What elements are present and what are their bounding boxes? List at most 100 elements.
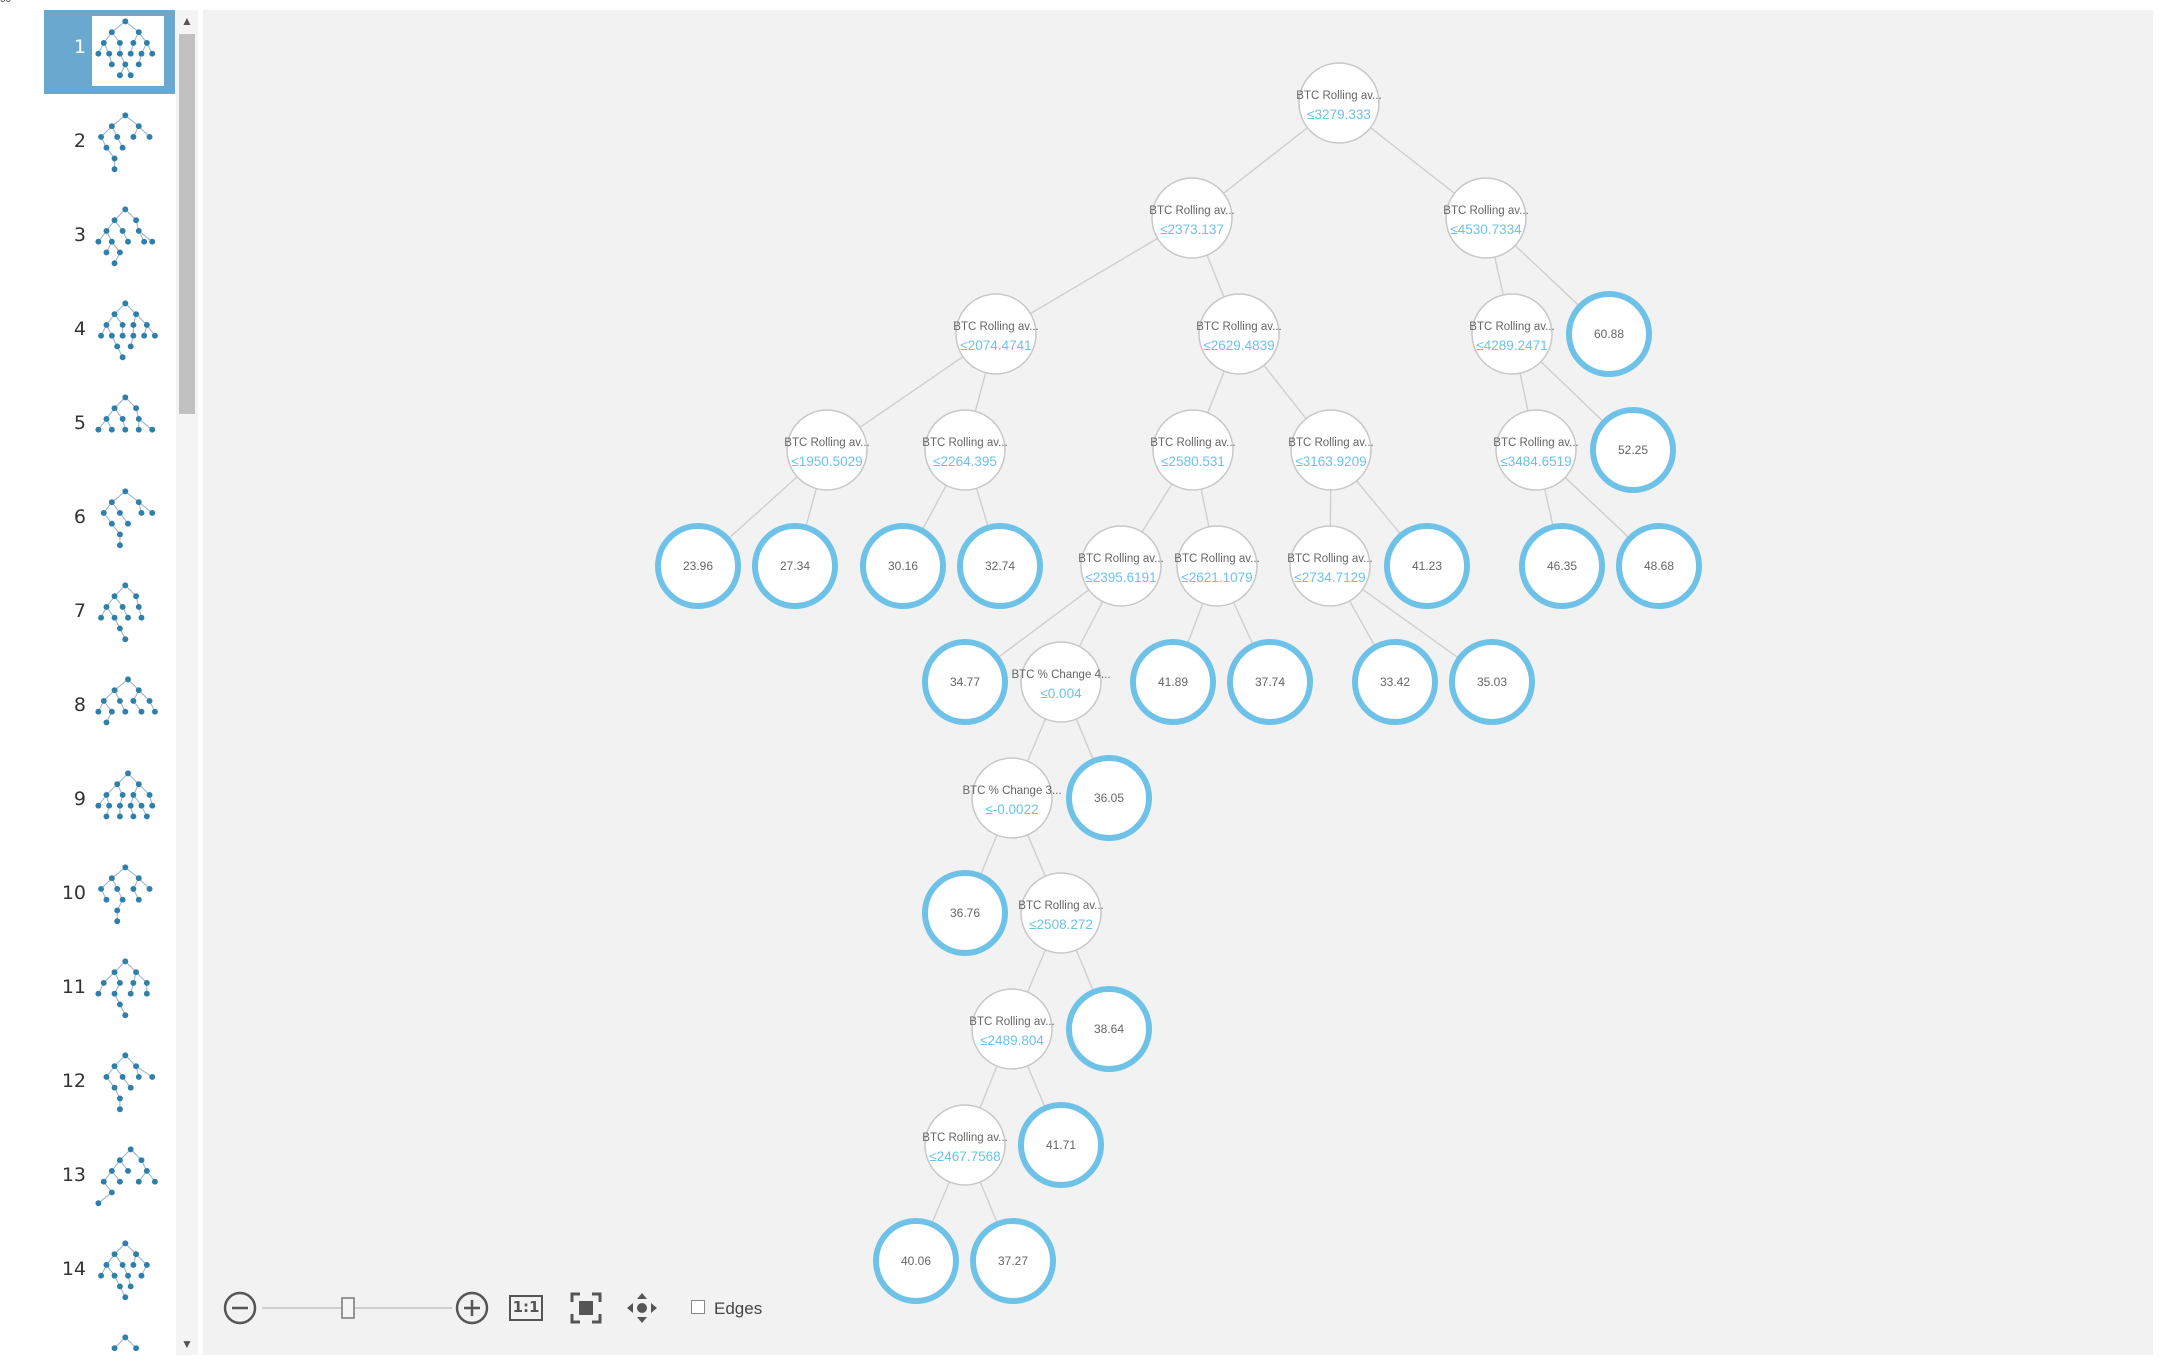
thumbnail-number: 11 <box>61 976 86 998</box>
leaf-node[interactable]: 41.89 <box>1130 639 1216 725</box>
thumbnail-item[interactable]: 13 <box>44 1138 175 1222</box>
pan-arrows-icon[interactable] <box>625 1291 659 1325</box>
zoom-in-icon[interactable] <box>454 1290 490 1326</box>
split-node[interactable]: BTC Rolling av...≤2074.4741 <box>953 293 1039 375</box>
thumbnail-item[interactable]: 6 <box>44 480 175 564</box>
node-feature-label: BTC Rolling av... <box>969 1016 1054 1028</box>
thumbnail-item[interactable] <box>44 1326 175 1355</box>
thumbnail-item[interactable]: 7 <box>44 574 175 658</box>
thumbnail-item[interactable]: 4 <box>44 292 175 376</box>
tree-edge <box>1075 949 1095 993</box>
tree-edge <box>1348 600 1377 648</box>
leaf-node[interactable]: 33.42 <box>1352 639 1438 725</box>
thumbnail-item[interactable]: 12 <box>44 1044 175 1128</box>
node-feature-label: BTC % Change 3... <box>962 785 1061 797</box>
leaf-node[interactable]: 52.25 <box>1590 407 1676 493</box>
split-node[interactable]: BTC Rolling av...≤2264.395 <box>922 409 1008 491</box>
thumbnail-item[interactable]: 11 <box>44 950 175 1034</box>
tree-thumbnail-icon <box>95 206 156 267</box>
node-feature-label: BTC % Change 4... <box>1011 669 1110 681</box>
tree-edge <box>727 476 798 540</box>
leaf-node[interactable]: 48.68 <box>1616 523 1702 609</box>
leaf-node[interactable]: 23.96 <box>655 523 741 609</box>
leaf-node[interactable]: 35.03 <box>1449 639 1535 725</box>
scroll-down-arrow-icon[interactable]: ▼ <box>181 1337 193 1351</box>
actual-size-button[interactable]: 1:1 <box>509 1295 543 1321</box>
leaf-node[interactable]: 37.27 <box>970 1218 1056 1304</box>
tree-thumbnail-icon <box>111 1334 140 1352</box>
scroll-thumb[interactable] <box>179 34 195 414</box>
thumbnail-item[interactable]: 2 <box>44 104 175 188</box>
thumbnail-item[interactable]: 3 <box>44 198 175 282</box>
split-node[interactable]: BTC Rolling av...≤2395.6191 <box>1078 525 1164 607</box>
thumbnail-number: 14 <box>61 1258 86 1280</box>
tree-edge <box>804 488 818 528</box>
split-node[interactable]: BTC Rolling av...≤2467.7568 <box>922 1104 1008 1186</box>
leaf-node[interactable]: 40.06 <box>873 1218 959 1304</box>
leaf-node[interactable]: 41.71 <box>1018 1102 1104 1188</box>
split-node[interactable]: BTC Rolling av...≤2629.4839 <box>1196 293 1282 375</box>
zoom-slider[interactable] <box>262 1290 452 1326</box>
tree-edge <box>1544 488 1554 528</box>
thumbnail-item[interactable]: 10 <box>44 856 175 940</box>
edges-checkbox[interactable] <box>691 1300 705 1314</box>
thumbnail-item[interactable]: 14 <box>44 1232 175 1316</box>
node-threshold-label: ≤3163.9209 <box>1295 454 1366 469</box>
leaf-node[interactable]: 36.05 <box>1066 755 1152 841</box>
scroll-up-arrow-icon[interactable]: ▲ <box>181 14 193 28</box>
thumbnail-item[interactable]: 8 <box>44 668 175 752</box>
split-node[interactable]: BTC Rolling av...≤2621.1079 <box>1174 525 1260 607</box>
leaf-node[interactable]: 46.35 <box>1519 523 1605 609</box>
node-feature-label: BTC Rolling av... <box>1469 321 1554 333</box>
thumbnail-item[interactable]: 9 <box>44 762 175 846</box>
node-feature-label: BTC Rolling av... <box>1196 321 1281 333</box>
split-node[interactable]: BTC Rolling av...≤2734.7129 <box>1287 525 1373 607</box>
leaf-node[interactable]: 38.64 <box>1066 986 1152 1072</box>
node-feature-label: BTC Rolling av... <box>1174 553 1259 565</box>
leaf-node[interactable]: 41.23 <box>1384 523 1470 609</box>
split-node[interactable]: BTC Rolling av...≤2373.137 <box>1149 177 1235 259</box>
fit-to-screen-icon[interactable] <box>569 1291 603 1325</box>
split-node[interactable]: BTC Rolling av...≤3484.6519 <box>1493 409 1579 491</box>
tree-edge <box>1540 361 1605 423</box>
leaf-value-label: 41.89 <box>1158 675 1188 689</box>
node-threshold-label: ≤2734.7129 <box>1294 570 1365 585</box>
leaf-node[interactable]: 34.77 <box>922 639 1008 725</box>
thumbnail-number: 7 <box>73 600 86 622</box>
vertical-scrollbar[interactable]: ▲ ▼ <box>176 10 198 1355</box>
tree-edge <box>1030 237 1158 315</box>
tree-thumbnail-icon <box>103 1052 156 1113</box>
node-threshold-label: ≤2395.6191 <box>1085 570 1156 585</box>
split-node[interactable]: BTC Rolling av...≤3279.333 <box>1296 62 1382 144</box>
tree-thumbnail-icon <box>98 582 145 643</box>
split-node[interactable]: BTC Rolling av...≤1950.5029 <box>784 409 870 491</box>
tree-edge <box>1207 370 1225 414</box>
node-threshold-label: ≤2580.531 <box>1161 454 1225 469</box>
leaf-node[interactable]: 60.88 <box>1566 291 1652 377</box>
split-node[interactable]: BTC Rolling av...≤2489.804 <box>969 988 1055 1070</box>
split-node[interactable]: BTC % Change 4...≤0.004 <box>1011 641 1111 723</box>
leaf-node[interactable]: 27.34 <box>752 523 838 609</box>
leaf-node[interactable]: 36.76 <box>922 870 1008 956</box>
zoom-out-icon[interactable] <box>222 1290 258 1326</box>
thumbnail-item[interactable]: 1 <box>44 10 175 94</box>
edges-label: Edges <box>714 1299 763 1318</box>
leaf-node[interactable]: 37.74 <box>1227 639 1313 725</box>
split-node[interactable]: BTC Rolling av...≤4530.7334 <box>1443 177 1529 259</box>
leaf-node[interactable]: 32.74 <box>957 523 1043 609</box>
zoom-slider-handle[interactable] <box>341 1297 355 1319</box>
split-node[interactable]: BTC Rolling av...≤3163.9209 <box>1288 409 1374 491</box>
node-feature-label: BTC Rolling av... <box>922 437 1007 449</box>
node-threshold-label: ≤2373.137 <box>1160 222 1224 237</box>
split-node[interactable]: BTC % Change 3... ≤-0.0022 <box>962 757 1062 839</box>
leaf-node[interactable]: 30.16 <box>860 523 946 609</box>
leaf-value-label: 35.03 <box>1477 675 1507 689</box>
split-node[interactable]: BTC Rolling av...≤2580.531 <box>1150 409 1236 491</box>
node-threshold-label: ≤-0.0022 <box>985 802 1038 817</box>
thumbnail-item[interactable]: 5 <box>44 386 175 470</box>
split-node[interactable]: BTC Rolling av...≤2508.272 <box>1018 872 1104 954</box>
tree-edge <box>974 372 987 412</box>
split-node[interactable]: BTC Rolling av...≤4289.2471 <box>1469 293 1555 375</box>
